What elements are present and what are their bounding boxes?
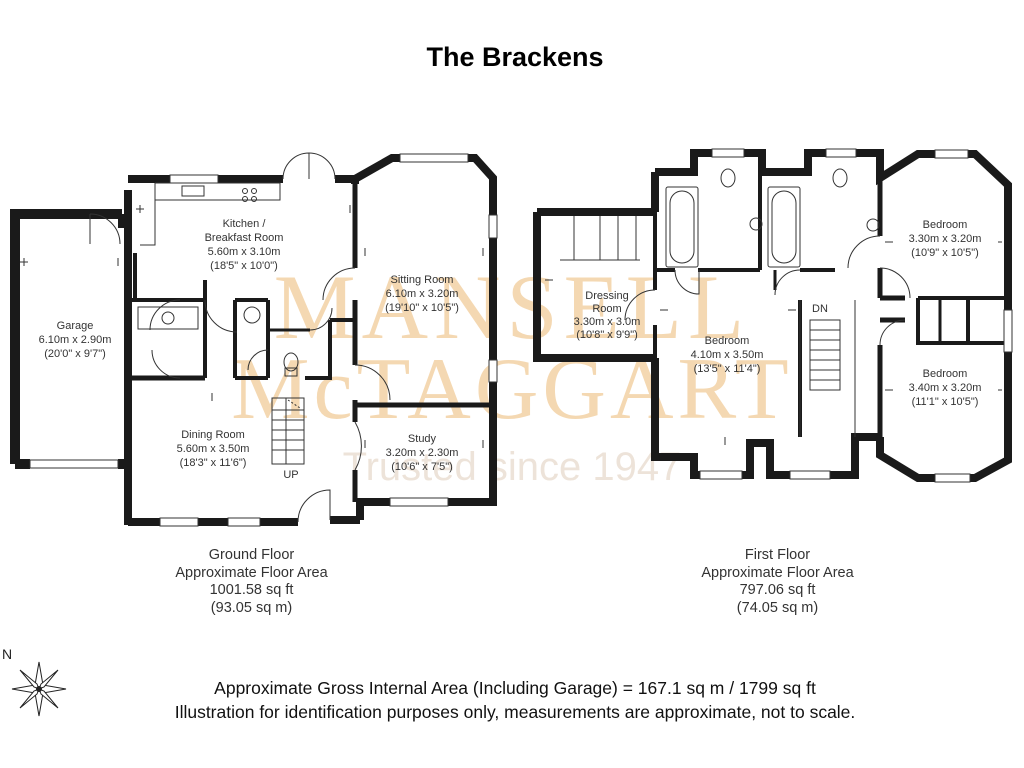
room-name: Garage	[57, 320, 94, 332]
room-imperial: (18'3" x 11'6")	[180, 457, 247, 469]
room-name: Dressing	[585, 290, 628, 302]
room-garage: Garage 6.10m x 2.90m (20'0" x 9'7")	[39, 320, 112, 360]
first-floor-walls	[533, 149, 1012, 482]
area-sqft: 1001.58 sq ft	[209, 582, 294, 598]
first-floor-fixtures	[545, 148, 1013, 483]
room-dining: Dining Room 5.60m x 3.50m (18'3" x 11'6"…	[177, 429, 250, 469]
room-imperial: (10'9" x 10'5")	[911, 247, 979, 259]
disclaimer-note: Illustration for identification purposes…	[174, 702, 856, 722]
room-name: Bedroom	[923, 368, 968, 380]
room-study: Study 3.20m x 2.30m (10'6" x 7'5")	[386, 433, 459, 473]
area-sqm: (93.05 sq m)	[210, 599, 293, 616]
room-imperial: (10'6" x 7'5")	[391, 461, 453, 473]
room-metric: 5.60m x 3.50m	[177, 443, 250, 455]
room-name-2: Room	[592, 303, 621, 315]
watermark-line2: McTAGGART	[231, 341, 792, 438]
area-sqft: 797.06 sq ft	[739, 582, 816, 598]
room-sitting: Sitting Room 6.10m x 3.20m (19'10" x 10'…	[385, 274, 459, 314]
ground-floor-area: Ground Floor Approximate Floor Area 1001…	[150, 547, 353, 617]
room-name: Study	[408, 433, 437, 445]
room-metric: 3.30m x 3.0m	[574, 316, 641, 328]
room-imperial: (20'0" x 9'7")	[44, 348, 106, 360]
footer: Approximate Gross Internal Area (Includi…	[0, 676, 1024, 724]
north-label: N	[2, 646, 13, 662]
room-metric: 3.40m x 3.20m	[909, 382, 982, 394]
room-bedroom-2: Bedroom 3.30m x 3.20m (10'9" x 10'5")	[909, 219, 982, 259]
room-metric: 3.30m x 3.20m	[909, 233, 982, 245]
room-bedroom-1: Bedroom 4.10m x 3.50m (13'5" x 11'4")	[691, 335, 764, 375]
ground-floor-fixtures	[20, 152, 498, 527]
room-name: Sitting Room	[391, 274, 454, 286]
room-metric: 3.20m x 2.30m	[386, 447, 459, 459]
first-floor-area: First Floor Approximate Floor Area 797.0…	[676, 547, 879, 617]
room-name-2: Breakfast Room	[205, 232, 284, 244]
room-metric: 5.60m x 3.10m	[208, 246, 281, 258]
room-kitchen: Kitchen / Breakfast Room 5.60m x 3.10m (…	[205, 218, 284, 272]
room-imperial: (13'5" x 11'4")	[694, 363, 761, 375]
room-imperial: (19'10" x 10'5")	[385, 302, 459, 314]
area-sqm: (74.05 sq m)	[736, 599, 819, 616]
watermark-line3: Trusted since 1947	[343, 445, 682, 489]
area-caption: Approximate Floor Area	[701, 564, 854, 581]
compass-rose-icon	[11, 661, 67, 717]
room-name: Dining Room	[181, 429, 245, 441]
room-bedroom-3: Bedroom 3.40m x 3.20m (11'1" x 10'5")	[909, 368, 982, 408]
stairs-down-label: DN	[812, 303, 828, 315]
room-imperial: (18'5" x 10'0")	[210, 260, 278, 272]
room-dressing: Dressing Room 3.30m x 3.0m (10'8" x 9'9"…	[574, 290, 641, 341]
floor-name: Ground Floor	[208, 547, 295, 563]
room-metric: 6.10m x 2.90m	[39, 334, 112, 346]
room-name: Bedroom	[923, 219, 968, 231]
room-metric: 6.10m x 3.20m	[386, 288, 459, 300]
watermark-line1: MANSELL	[274, 256, 750, 358]
room-name: Bedroom	[705, 335, 750, 347]
floor-name: First Floor	[744, 547, 811, 563]
watermark: MANSELL McTAGGART Trusted since 1947	[231, 256, 792, 489]
room-imperial: (11'1" x 10'5")	[912, 396, 979, 408]
room-metric: 4.10m x 3.50m	[691, 349, 764, 361]
room-name: Kitchen /	[223, 218, 267, 230]
area-caption: Approximate Floor Area	[175, 564, 328, 581]
gross-area-note: Approximate Gross Internal Area (Includi…	[214, 678, 816, 698]
plan-title: The Brackens	[426, 42, 604, 72]
stairs-up-label: UP	[283, 469, 298, 481]
room-imperial: (10'8" x 9'9")	[576, 329, 638, 341]
